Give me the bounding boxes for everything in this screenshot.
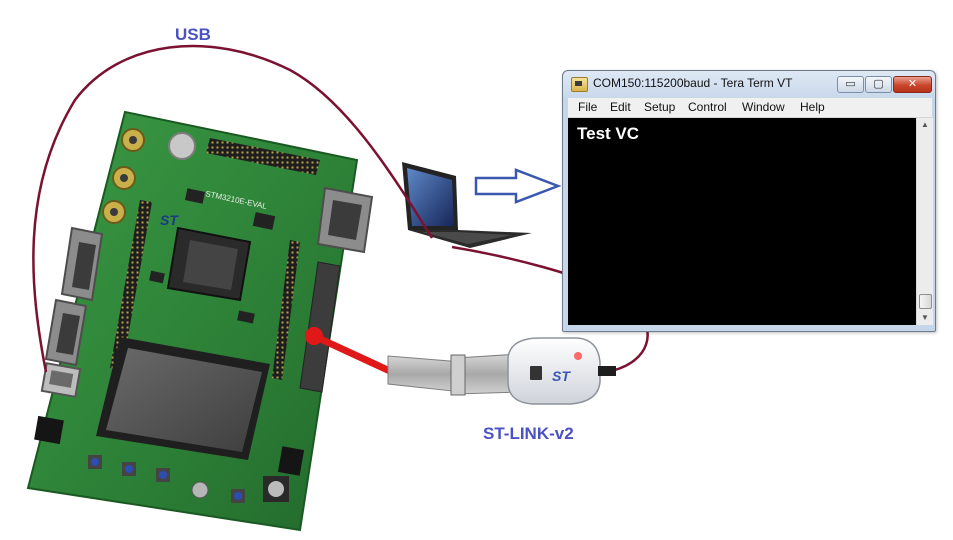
usb-connector [40,362,82,398]
menu-help[interactable]: Help [800,100,825,114]
menu-window[interactable]: Window [742,100,785,114]
terminal-output: Test VC [577,124,640,143]
db9-connector-right [316,186,374,254]
lcd-display [96,337,270,460]
menu-bar: File Edit Setup Control Window Help [568,98,932,118]
terminal-area[interactable]: Test VC [568,118,916,325]
vertical-scrollbar[interactable]: ▲ ▼ [916,118,933,325]
scroll-thumb[interactable] [919,294,932,309]
side-connector [299,261,341,393]
stlink-device: ST [507,337,616,405]
top-pin-header [206,138,320,175]
title-bar[interactable]: COM150:115200baud - Tera Term VT ▭ ▢ ✕ [563,71,935,97]
st-logo-board: ST [160,212,179,228]
scroll-down-arrow-icon[interactable]: ▼ [921,313,929,322]
arrow-to-terminal [474,168,562,204]
board-chips [149,188,276,324]
scroll-up-arrow-icon[interactable]: ▲ [921,120,929,129]
board-buttons [88,455,289,503]
usb-label: USB [175,25,211,44]
window-title: COM150:115200baud - Tera Term VT [593,76,793,90]
right-pin-header [272,240,300,380]
ribbon-cable [387,353,521,396]
stlink-label: ST-LINK-v2 [483,424,574,443]
tera-term-app-icon[interactable] [571,77,588,92]
laptop-keyboard [422,232,512,244]
maximize-button[interactable]: ▢ [865,76,892,93]
left-pin-header [110,200,152,370]
jtag-marker [305,327,396,376]
power-jack [34,415,64,445]
menu-setup[interactable]: Setup [644,100,676,114]
laptop-screen [407,168,454,226]
db9-connectors-left [44,226,104,367]
coin-battery [168,132,196,160]
menu-control[interactable]: Control [688,100,727,114]
st-logo-stlink: ST [552,368,571,384]
laptop [402,162,532,248]
evaluation-board: ST STM3210E-EVAL [26,110,374,532]
tera-term-window[interactable]: COM150:115200baud - Tera Term VT ▭ ▢ ✕ F… [562,70,936,332]
close-button[interactable]: ✕ [893,76,932,93]
audio-jack [277,446,305,476]
minimize-button[interactable]: ▭ [837,76,864,93]
mcu-socket [166,226,252,302]
bnc-connectors [102,128,145,224]
menu-edit[interactable]: Edit [610,100,631,114]
menu-file[interactable]: File [578,100,598,114]
usb-cable [32,44,434,373]
